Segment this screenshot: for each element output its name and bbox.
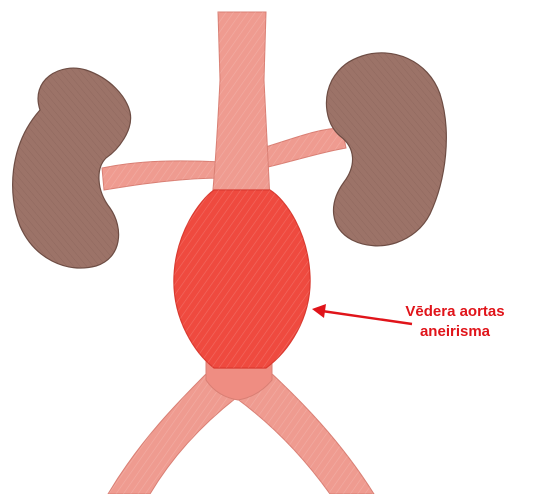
aneurysm-label-line2: aneirisma	[380, 322, 530, 342]
aneurysm-label: Vēdera aortas aneirisma	[380, 302, 530, 342]
aneurysm-bulge-shading	[174, 190, 310, 368]
aneurysm-label-line1: Vēdera aortas	[380, 302, 530, 322]
aorta-trunk-shading	[212, 12, 270, 200]
right-kidney-shading	[326, 53, 446, 246]
left-renal-artery-shading	[102, 161, 224, 190]
right-renal-artery-shading	[262, 128, 346, 168]
